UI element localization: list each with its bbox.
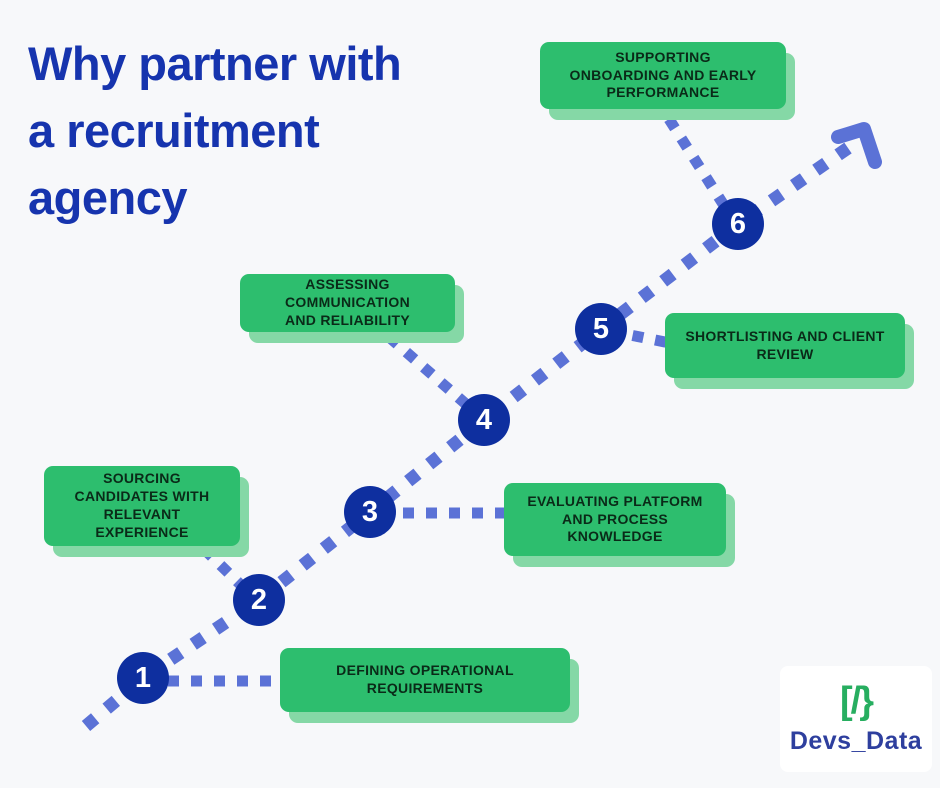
step-label-box-4: ASSESSING COMMUNICATION AND RELIABILITY <box>240 274 455 332</box>
step-label: ASSESSING COMMUNICATION AND RELIABILITY <box>284 276 411 328</box>
step-circle-4: 4 <box>458 394 510 446</box>
step-number: 2 <box>250 583 268 616</box>
brand-logo: [/} Devs_Data <box>780 666 932 772</box>
step-number: 4 <box>475 403 493 436</box>
step-label-box-6: SUPPORTING ONBOARDING AND EARLY PERFORMA… <box>540 42 786 109</box>
step-label: SUPPORTING ONBOARDING AND EARLY PERFORMA… <box>569 48 757 101</box>
step-label-box-3: EVALUATING PLATFORM AND PROCESS KNOWLEDG… <box>504 483 726 556</box>
page-title-line-2: a recruitment <box>28 104 320 157</box>
step-label: SOURCING CANDIDATES WITH RELEVANT EXPERI… <box>74 470 210 540</box>
code-brackets-icon: [/} <box>840 680 874 722</box>
journey-dotted-line <box>81 142 852 731</box>
step-label: DEFINING OPERATIONAL REQUIREMENTS <box>336 662 514 696</box>
step-label: EVALUATING PLATFORM AND PROCESS KNOWLEDG… <box>527 492 703 545</box>
connector-6 <box>664 116 730 210</box>
step-number: 3 <box>361 495 379 528</box>
step-circle-3: 3 <box>344 486 396 538</box>
step-circle-2: 2 <box>233 574 285 626</box>
step-label-box-1: DEFINING OPERATIONAL REQUIREMENTS <box>280 648 570 712</box>
connector-4 <box>385 332 471 410</box>
step-circle-1: 1 <box>117 652 169 704</box>
step-number: 6 <box>729 207 747 240</box>
step-number: 1 <box>134 661 152 694</box>
page-title: Why partner with a recruitment agency <box>28 30 538 231</box>
path-arrow-icon <box>831 122 882 169</box>
step-number: 5 <box>592 312 610 345</box>
step-circle-6: 6 <box>712 198 764 250</box>
step-label-box-5: SHORTLISTING AND CLIENT REVIEW <box>665 313 905 378</box>
step-label: SHORTLISTING AND CLIENT REVIEW <box>685 327 885 362</box>
step-label-box-2: SOURCING CANDIDATES WITH RELEVANT EXPERI… <box>44 466 240 546</box>
brand-name: Devs_Data <box>789 727 923 755</box>
page-title-line-1: Why partner with <box>28 37 402 90</box>
page-title-line-3: agency <box>28 171 187 224</box>
step-circle-5: 5 <box>575 303 627 355</box>
